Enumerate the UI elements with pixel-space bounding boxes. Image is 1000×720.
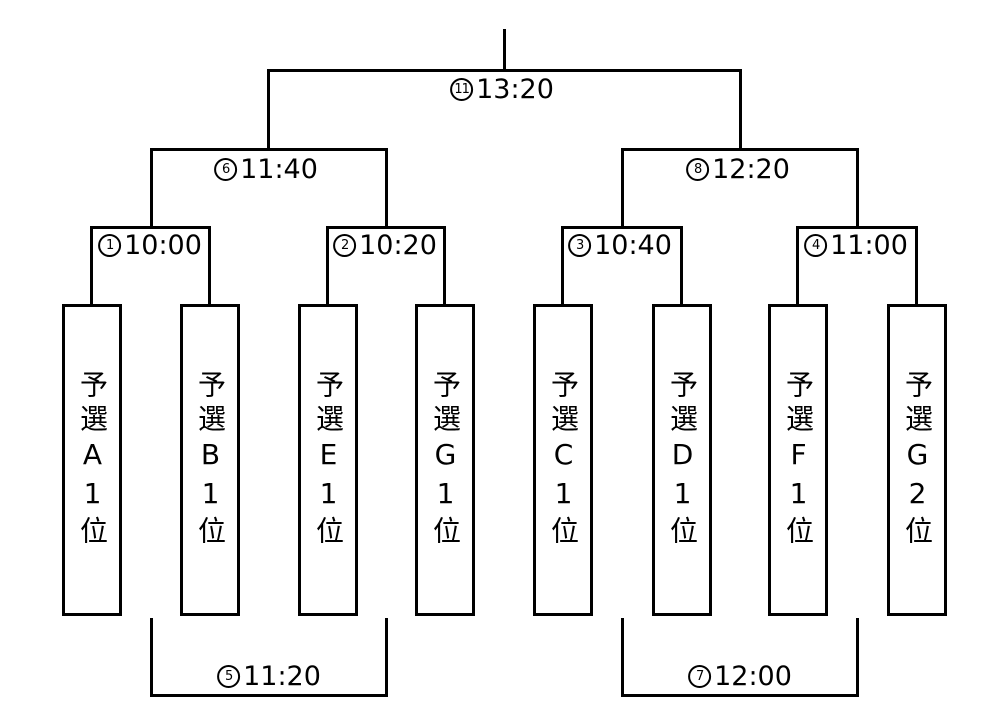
match-label-quarter-4: 4 11:00 <box>804 232 908 259</box>
quarter-1-riser-line <box>150 148 153 229</box>
match-label-semi-left: 6 11:40 <box>214 156 318 183</box>
match-time: 12:00 <box>714 661 792 692</box>
team-7-drop-line <box>796 226 799 304</box>
team-label: 予選A1位 <box>76 370 109 550</box>
match-label-semi-right: 8 12:20 <box>686 156 790 183</box>
match-number-circle-icon: 2 <box>333 234 357 257</box>
team-label: 予選F1位 <box>782 370 815 550</box>
match-number-circle-icon: 6 <box>214 158 238 181</box>
consolation-right-left-line <box>621 618 624 697</box>
team-2-drop-line <box>208 226 211 304</box>
team-box-prelim-e1: 予選E1位 <box>298 304 358 616</box>
team-label: 予選E1位 <box>312 370 345 550</box>
team-label: 予選B1位 <box>194 370 227 550</box>
match-number-circle-icon: 5 <box>217 665 241 688</box>
match-time: 10:00 <box>124 230 202 261</box>
final-left-riser-line <box>267 69 270 150</box>
match-number-circle-icon: 3 <box>568 234 592 257</box>
quarter-4-horizontal-line <box>796 226 918 229</box>
match-number-circle-icon: 7 <box>688 665 712 688</box>
champion-riser-line <box>503 29 506 72</box>
team-5-drop-line <box>561 226 564 304</box>
match-number-circle-icon: 4 <box>804 234 828 257</box>
team-4-drop-line <box>443 226 446 304</box>
team-box-prelim-g2: 予選G2位 <box>887 304 947 616</box>
match-time: 11:00 <box>830 230 908 261</box>
quarter-3-horizontal-line <box>561 226 683 229</box>
consolation-left-horizontal-line <box>150 694 388 697</box>
final-horizontal-line <box>267 69 742 72</box>
team-label: 予選G2位 <box>901 370 934 550</box>
team-box-prelim-g1: 予選G1位 <box>415 304 475 616</box>
match-label-quarter-1: 1 10:00 <box>98 232 202 259</box>
semifinal-left-horizontal-line <box>150 148 388 151</box>
quarter-2-riser-line <box>385 148 388 229</box>
team-8-drop-line <box>915 226 918 304</box>
match-number-circle-icon: 1 <box>98 234 122 257</box>
match-time: 11:20 <box>243 661 321 692</box>
match-label-consolation-right: 7 12:00 <box>688 663 792 690</box>
team-box-prelim-d1: 予選D1位 <box>652 304 712 616</box>
match-label-consolation-left: 5 11:20 <box>217 663 321 690</box>
match-time: 12:20 <box>712 154 790 185</box>
consolation-right-horizontal-line <box>621 694 859 697</box>
match-label-quarter-2: 2 10:20 <box>333 232 437 259</box>
team-3-drop-line <box>326 226 329 304</box>
quarter-3-riser-line <box>621 148 624 229</box>
match-time: 13:20 <box>476 74 554 105</box>
team-box-prelim-c1: 予選C1位 <box>533 304 593 616</box>
team-label: 予選C1位 <box>547 370 580 550</box>
match-time: 11:40 <box>240 154 318 185</box>
consolation-left-left-line <box>150 618 153 697</box>
team-box-prelim-f1: 予選F1位 <box>768 304 828 616</box>
consolation-right-right-line <box>856 618 859 697</box>
team-box-prelim-b1: 予選B1位 <box>180 304 240 616</box>
match-number-circle-icon: 8 <box>686 158 710 181</box>
team-label: 予選G1位 <box>429 370 462 550</box>
team-1-drop-line <box>90 226 93 304</box>
match-time: 10:20 <box>359 230 437 261</box>
match-number-circle-icon: 11 <box>450 78 474 101</box>
team-box-prelim-a1: 予選A1位 <box>62 304 122 616</box>
team-label: 予選D1位 <box>666 370 699 550</box>
team-6-drop-line <box>680 226 683 304</box>
quarter-2-horizontal-line <box>326 226 446 229</box>
match-label-quarter-3: 3 10:40 <box>568 232 672 259</box>
match-label-final: 11 13:20 <box>450 76 554 103</box>
final-right-riser-line <box>739 69 742 150</box>
match-time: 10:40 <box>594 230 672 261</box>
quarter-4-riser-line <box>856 148 859 229</box>
semifinal-right-horizontal-line <box>621 148 859 151</box>
quarter-1-horizontal-line <box>90 226 211 229</box>
consolation-left-right-line <box>385 618 388 697</box>
